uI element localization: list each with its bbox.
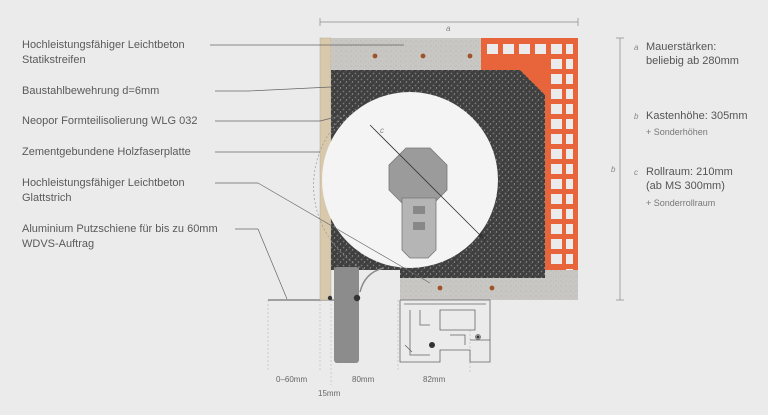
spec-sonderhoehen: + Sonderhöhen: [646, 127, 708, 137]
axis-letter-a: a: [446, 24, 451, 33]
spec-rollraum: Rollraum: 210mm(ab MS 300mm): [646, 166, 733, 192]
spec-letter-c: c: [634, 168, 638, 177]
reinforcement-bars: [372, 53, 495, 291]
dim-label-82: 82mm: [423, 375, 446, 384]
spec-letter-b: b: [634, 112, 639, 121]
brick-block: [481, 38, 578, 300]
concrete-bottom-corner: [545, 270, 578, 300]
spec-mauerstaerken: Mauerstärken:beliebig ab 280mm: [646, 41, 739, 67]
window-seal: [429, 342, 435, 348]
window-seal: [476, 335, 480, 339]
diameter-arrow: [478, 233, 485, 240]
spec-sonderrollraum: + Sonderrollraum: [646, 198, 716, 208]
label-neopor: Neopor Formteilisolierung WLG 032: [22, 115, 198, 127]
dim-label-15: 15mm: [318, 389, 341, 398]
dim-label-80: 80mm: [352, 375, 375, 384]
label-holzfaserplatte: Zementgebundene Holzfaserplatte: [22, 146, 191, 158]
shutter-guide: [359, 267, 385, 293]
window-profile: [399, 299, 491, 363]
leader-lines: [210, 44, 431, 300]
axis-letter-c: c: [380, 126, 384, 135]
bracket-slot: [413, 206, 425, 214]
diameter-line-c: [369, 124, 486, 241]
spec-kastenhoehe: Kastenhöhe: 305mm: [646, 110, 748, 122]
bracket-slot: [413, 222, 425, 230]
axis-letter-b: b: [611, 165, 616, 174]
shutter-slat: [334, 267, 359, 363]
concrete-bottom-strip: [400, 278, 550, 300]
roll-outline: [313, 114, 366, 271]
shutter-screw: [353, 294, 361, 302]
concrete-top-strip: [331, 38, 481, 70]
plaster-screw: [327, 295, 333, 301]
spec-letter-a: a: [634, 43, 639, 52]
label-baustahl: Baustahlbewehrung d=6mm: [22, 85, 160, 97]
dim-label-0-60: 0–60mm: [276, 375, 308, 384]
